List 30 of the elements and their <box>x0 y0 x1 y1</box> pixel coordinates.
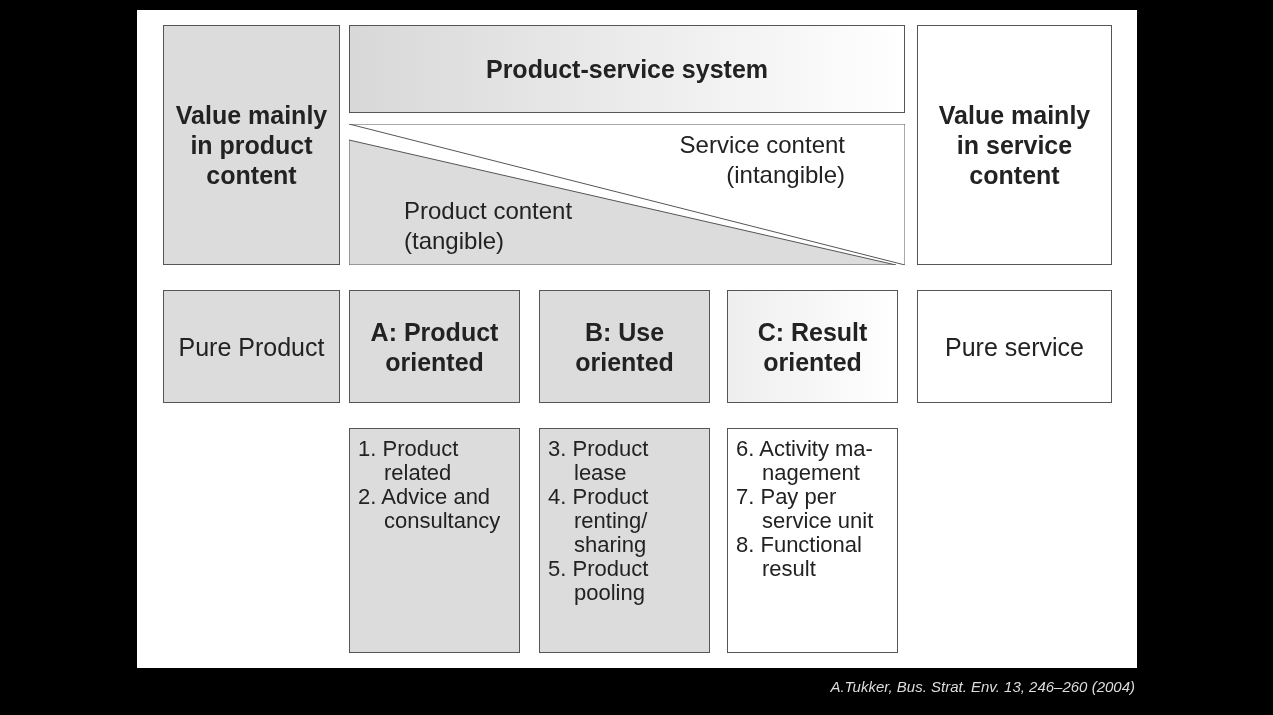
region-label: Service content (intangible) <box>678 130 845 190</box>
list-box <box>349 428 520 653</box>
box-label: Value mainly in product content <box>174 100 329 190</box>
list-item: 8. Functional result <box>736 533 863 581</box>
box-label: B: Use oriented <box>574 316 675 377</box>
box-label: Value mainly in service content <box>937 100 1092 190</box>
list-item: 4. Product renting/ sharing <box>548 485 650 557</box>
citation: A.Tukker, Bus. Strat. Env. 13, 246–260 (2004) <box>830 677 1135 697</box>
category-box <box>163 290 340 403</box>
list-item: 5. Product pooling <box>548 557 650 605</box>
list-item: 3. Product lease <box>548 437 650 485</box>
category-box <box>727 290 898 403</box>
header-box <box>349 25 905 113</box>
category-box <box>163 25 340 265</box>
box-label: Product-service system <box>484 54 770 84</box>
list-box <box>539 428 710 653</box>
category-box <box>349 290 520 403</box>
list-item: 1. Product related <box>358 437 460 485</box>
box-label: Pure Product <box>178 331 325 362</box>
list-item: 7. Pay per service unit <box>736 485 875 533</box>
list-item: 2. Advice and consultancy <box>358 485 502 533</box>
region-label: Product content (tangible) <box>404 196 574 256</box>
box-label: A: Product oriented <box>369 316 500 377</box>
box-label: Pure service <box>945 331 1084 362</box>
list-box <box>727 428 898 653</box>
category-box <box>917 25 1112 265</box>
box-label: C: Result oriented <box>756 316 869 377</box>
category-box <box>539 290 710 403</box>
category-box <box>917 290 1112 403</box>
list-item: 6. Activity ma- nagement <box>736 437 874 485</box>
